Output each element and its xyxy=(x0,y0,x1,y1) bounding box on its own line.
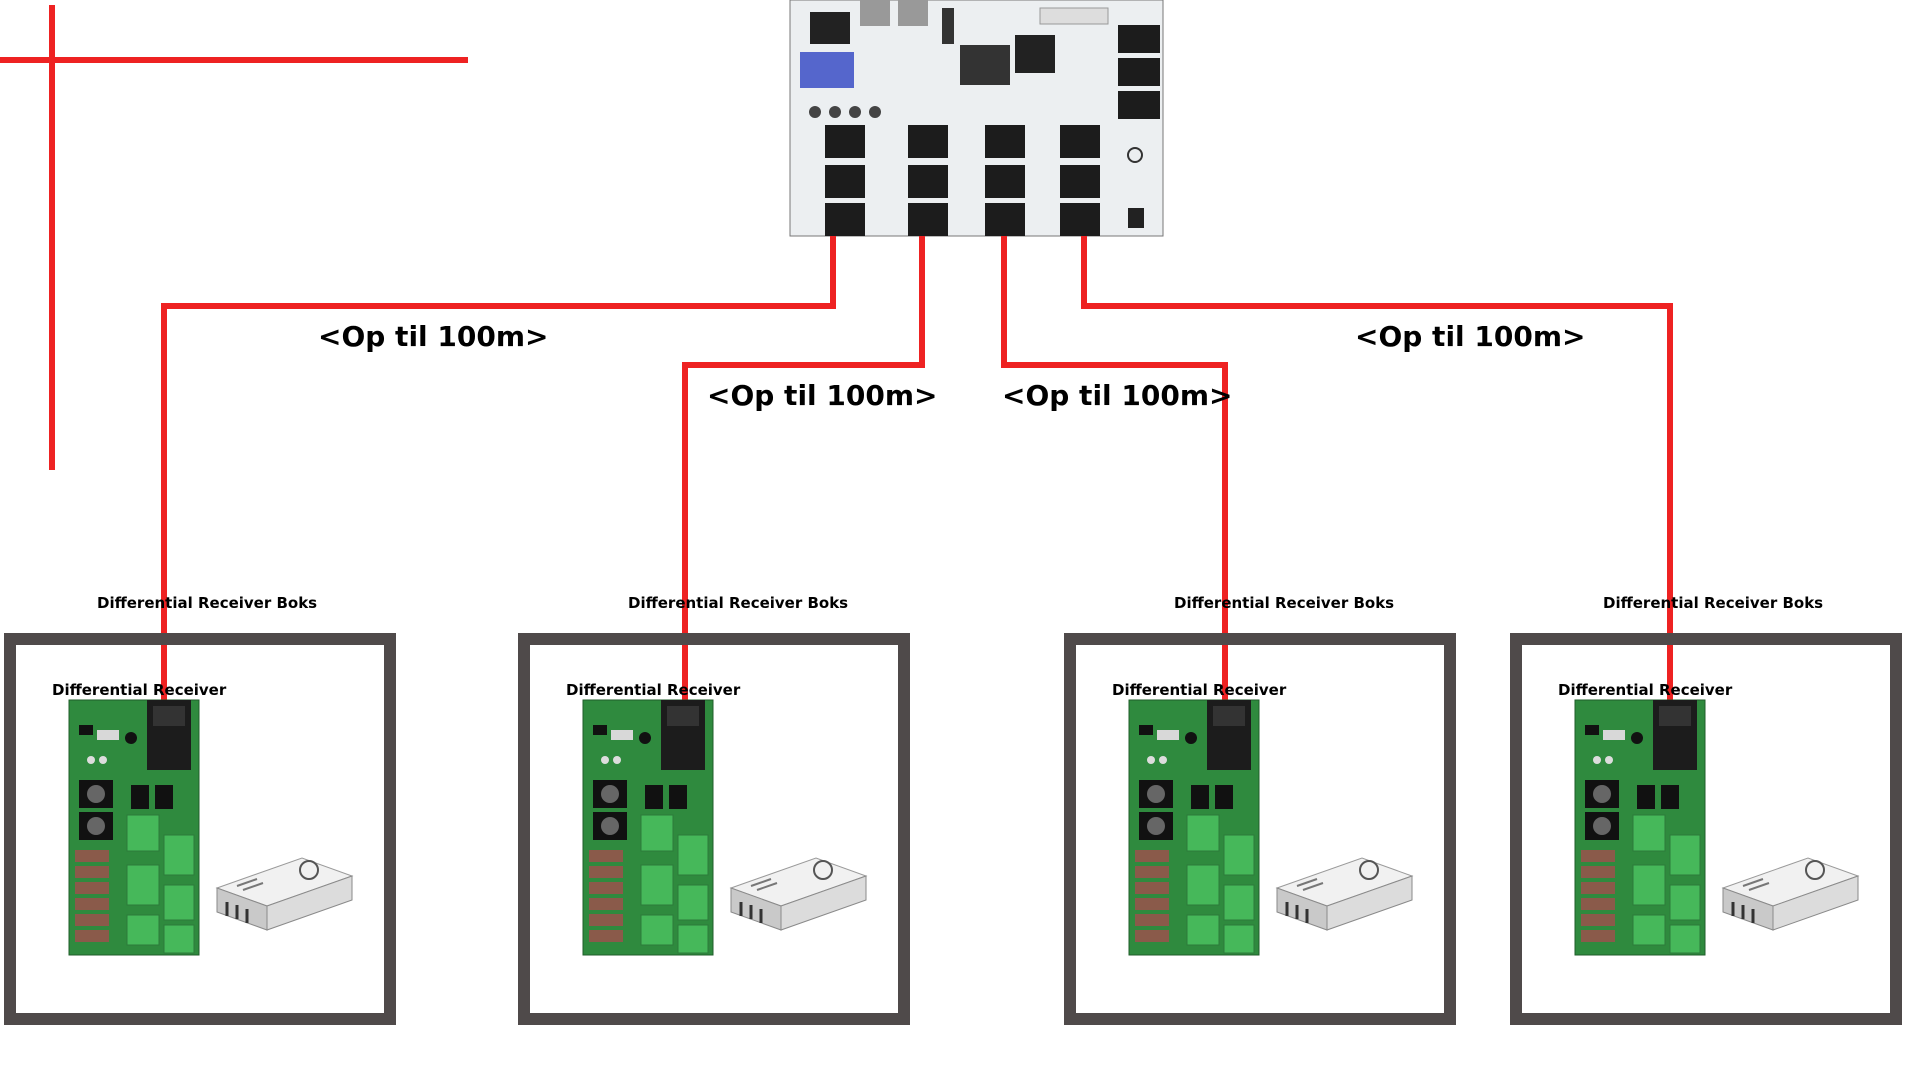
receiver-board-icon xyxy=(68,699,200,956)
cable-1 xyxy=(161,236,836,715)
controller-board-icon xyxy=(789,0,1164,237)
power-supply-icon xyxy=(1721,856,1860,932)
distance-label-2: <Op til 100m> xyxy=(707,379,937,412)
power-supply-icon xyxy=(1275,856,1414,932)
receiver-label: Differential Receiver xyxy=(1558,681,1733,699)
distance-label-3: <Op til 100m> xyxy=(1002,379,1232,412)
box-title: Differential Receiver Boks xyxy=(97,594,317,612)
receiver-box-3: Differential Receiver Boks Differential … xyxy=(1064,594,1456,1025)
receiver-board-icon xyxy=(1574,699,1706,956)
receiver-label: Differential Receiver xyxy=(566,681,741,699)
box-title: Differential Receiver Boks xyxy=(1603,594,1823,612)
distance-label-4: <Op til 100m> xyxy=(1355,320,1585,353)
receiver-box-2: Differential Receiver Boks Differential … xyxy=(518,594,910,1025)
box-title: Differential Receiver Boks xyxy=(628,594,848,612)
box-title: Differential Receiver Boks xyxy=(1174,594,1394,612)
receiver-label: Differential Receiver xyxy=(52,681,227,699)
power-supply-icon xyxy=(215,856,354,932)
receiver-board-icon xyxy=(1128,699,1260,956)
receiver-label: Differential Receiver xyxy=(1112,681,1287,699)
cable-3 xyxy=(1001,236,1228,715)
receiver-box-1: Differential Receiver Boks Differential … xyxy=(4,594,396,1025)
cable-2 xyxy=(682,236,925,715)
power-supply-icon xyxy=(729,856,868,932)
receiver-board-icon xyxy=(582,699,714,956)
cable-4 xyxy=(1081,236,1673,715)
distance-label-1: <Op til 100m> xyxy=(318,320,548,353)
receiver-box-4: Differential Receiver Boks Differential … xyxy=(1510,594,1902,1025)
